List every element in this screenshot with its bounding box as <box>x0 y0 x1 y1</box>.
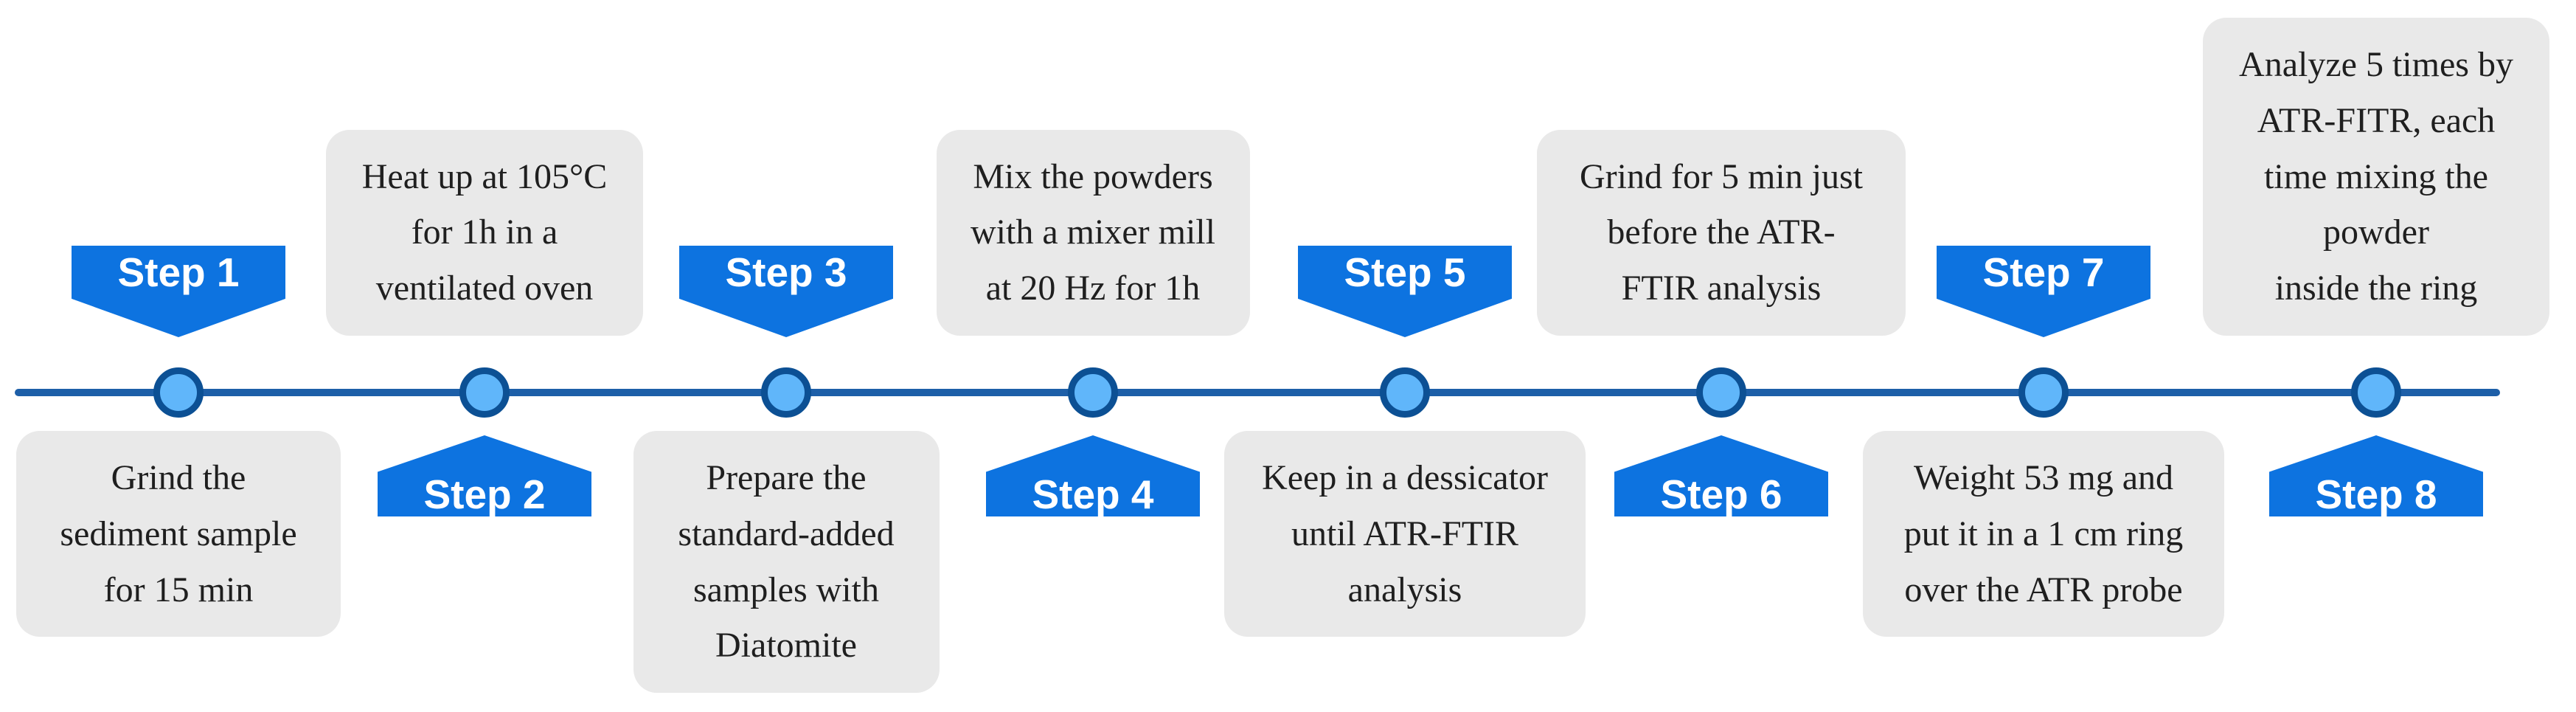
timeline-node-circle <box>2351 367 2401 418</box>
step-description: Prepare the standard-added samples with … <box>678 458 895 666</box>
step-description: Grind the sediment sample for 15 min <box>60 458 297 609</box>
timeline-node-circle <box>1068 367 1118 418</box>
timeline-node-circle <box>1380 367 1430 418</box>
step-label: Step 7 <box>1982 249 2105 295</box>
timeline-node-circle <box>153 367 204 418</box>
step-description: Grind for 5 min just before the ATR- FTI… <box>1580 156 1863 308</box>
step-arrow-banner: Step 6 <box>1614 435 1828 516</box>
step-arrow-banner: Step 2 <box>378 435 591 516</box>
step-description-box: Grind for 5 min just before the ATR- FTI… <box>1537 129 1906 336</box>
step-label: Step 3 <box>725 249 847 295</box>
timeline-node-circle <box>2018 367 2069 418</box>
step-description-box: Grind the sediment sample for 15 min <box>16 431 341 637</box>
step-arrow-banner: Step 3 <box>679 246 893 337</box>
step-arrow-banner: Step 1 <box>72 246 285 337</box>
step-arrow-banner: Step 8 <box>2269 435 2483 516</box>
timeline-line <box>15 389 2500 396</box>
step-description: Heat up at 105°C for 1h in a ventilated … <box>361 156 608 308</box>
step-description: Keep in a dessicator until ATR-FTIR anal… <box>1262 458 1548 609</box>
timeline-node-circle <box>761 367 811 418</box>
step-label: Step 8 <box>2315 471 2437 517</box>
step-label: Step 4 <box>1032 471 1154 517</box>
step-description: Analyze 5 times by ATR-FITR, each time m… <box>2239 44 2513 308</box>
step-description-box: Analyze 5 times by ATR-FITR, each time m… <box>2203 17 2549 336</box>
timeline-node-circle <box>459 367 510 418</box>
step-description-box: Keep in a dessicator until ATR-FTIR anal… <box>1224 431 1586 637</box>
step-description-box: Prepare the standard-added samples with … <box>633 431 940 694</box>
step-label: Step 6 <box>1660 471 1782 517</box>
step-arrow-banner: Step 4 <box>986 435 1200 516</box>
timeline-node-circle <box>1696 367 1746 418</box>
step-description: Weight 53 mg and put it in a 1 cm ring o… <box>1903 458 2184 609</box>
step-arrow-banner: Step 7 <box>1937 246 2150 337</box>
step-description-box: Weight 53 mg and put it in a 1 cm ring o… <box>1863 431 2224 637</box>
step-label: Step 2 <box>423 471 546 517</box>
step-label: Step 5 <box>1344 249 1466 295</box>
step-description-box: Heat up at 105°C for 1h in a ventilated … <box>326 129 643 336</box>
step-label: Step 1 <box>117 249 240 295</box>
step-description: Mix the powders with a mixer mill at 20 … <box>971 156 1215 308</box>
step-arrow-banner: Step 5 <box>1298 246 1512 337</box>
step-description-box: Mix the powders with a mixer mill at 20 … <box>936 129 1250 336</box>
